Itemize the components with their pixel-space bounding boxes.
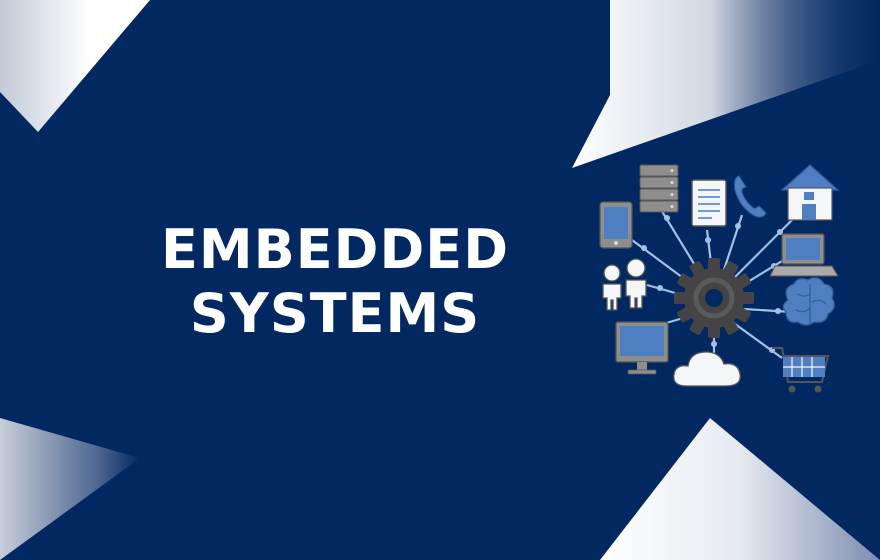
triangle-bottom-right bbox=[600, 418, 880, 560]
people-icon bbox=[602, 258, 647, 311]
embedded-systems-illustration bbox=[599, 164, 840, 393]
document-icon bbox=[691, 179, 727, 227]
phone-icon bbox=[734, 175, 767, 218]
house-icon bbox=[780, 164, 840, 221]
tablet-icon bbox=[599, 201, 633, 249]
title-line-1: EMBEDDED bbox=[160, 218, 510, 281]
triangle-bottom-left bbox=[0, 418, 140, 560]
page-title: EMBEDDED SYSTEMS bbox=[140, 218, 530, 346]
cloud-icon bbox=[673, 351, 741, 387]
monitor-icon bbox=[615, 321, 669, 375]
shopping-cart-icon bbox=[772, 347, 830, 393]
server-icon bbox=[639, 164, 679, 213]
laptop-icon bbox=[769, 233, 839, 277]
title-line-2: SYSTEMS bbox=[189, 282, 481, 345]
triangle-top-left bbox=[0, 0, 150, 132]
gear-icon bbox=[674, 258, 754, 338]
brain-icon bbox=[782, 277, 835, 326]
triangle-top-right bbox=[572, 0, 880, 168]
